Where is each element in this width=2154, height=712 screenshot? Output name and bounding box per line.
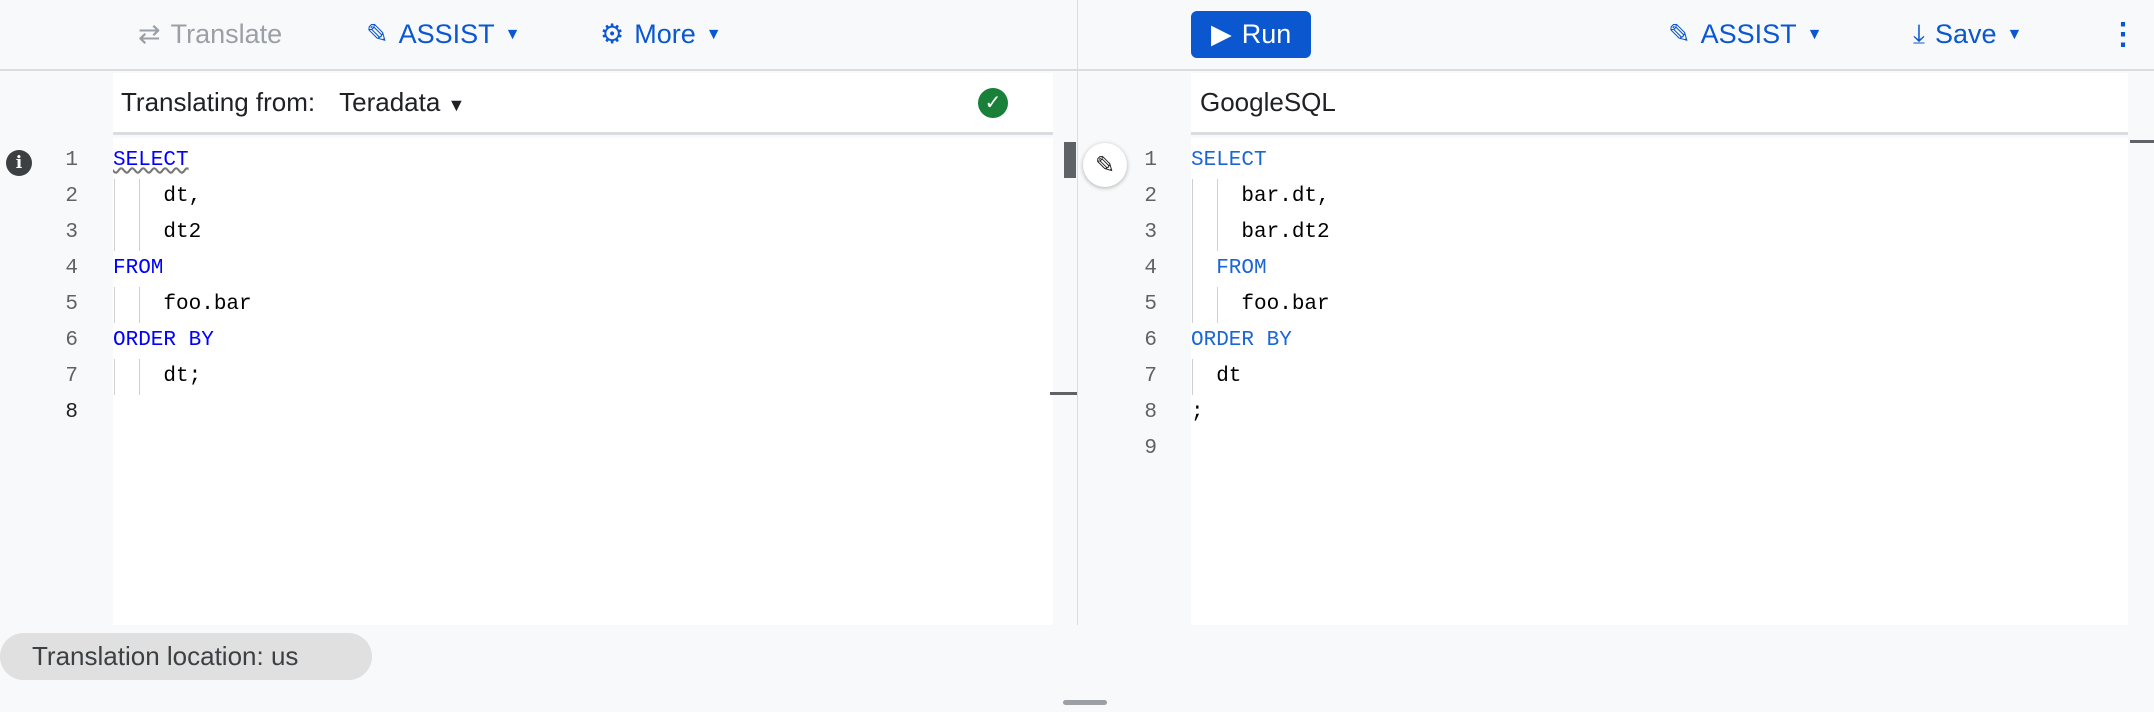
line-number: 1: [65, 149, 78, 172]
magic-pen-icon: ✎: [1668, 19, 1691, 49]
indent-guide: [1217, 215, 1218, 251]
line-number: 2: [65, 185, 78, 208]
code-line: FROM: [1191, 257, 1267, 280]
caret-down-icon: ▼: [1806, 25, 1823, 43]
save-button[interactable]: ⤓Save▼: [1913, 18, 2023, 50]
indent-guide: [1192, 179, 1193, 215]
download-icon: ⤓: [1913, 18, 1925, 49]
target-editor[interactable]: [1191, 138, 2128, 625]
overview-ruler-marker: [2130, 140, 2154, 143]
info-icon[interactable]: i: [6, 150, 32, 176]
play-icon: ▶: [1211, 19, 1232, 49]
indent-guide: [1192, 251, 1193, 287]
indent-guide: [1217, 179, 1218, 215]
target-dialect-label: GoogleSQL: [1200, 87, 1336, 117]
magic-pen-icon: ✎: [366, 19, 389, 49]
target-toolbar: ▶Run ✎ASSIST▼ ⤓Save▼ ⋮: [1078, 0, 2154, 71]
gear-icon: ⚙: [600, 19, 625, 49]
line-number: 5: [1144, 293, 1157, 316]
translating-from-label: Translating from:: [121, 87, 316, 117]
line-number: 1: [1144, 149, 1157, 172]
line-number: 7: [65, 365, 78, 388]
source-header: Translating from: Teradata ▼ ✓: [113, 73, 1053, 135]
translation-location-chip[interactable]: Translation location: us: [0, 633, 372, 680]
indent-guide: [114, 215, 115, 251]
line-number: 9: [1144, 437, 1157, 460]
code-line: dt;: [113, 365, 202, 388]
line-number: 6: [1144, 329, 1157, 352]
line-number: 5: [65, 293, 78, 316]
indent-guide: [114, 287, 115, 323]
code-line: foo.bar: [113, 293, 252, 316]
code-line: dt: [1191, 365, 1242, 388]
pane-divider[interactable]: [1077, 0, 1078, 625]
code-line: SELECT: [113, 149, 189, 172]
line-number: 2: [1144, 185, 1157, 208]
code-line: FROM: [113, 257, 164, 280]
caret-down-icon: ▼: [705, 25, 722, 43]
line-number: 4: [65, 257, 78, 280]
indent-guide: [1217, 287, 1218, 323]
assist-pen-fab[interactable]: ✎: [1083, 143, 1127, 187]
target-header: GoogleSQL: [1191, 73, 2128, 135]
assist-button-left[interactable]: ✎ASSIST▼: [366, 19, 521, 49]
scrollbar-thumb[interactable]: [1064, 142, 1076, 178]
indent-guide: [1192, 359, 1193, 395]
code-line: dt,: [113, 185, 202, 208]
source-toolbar: ⇄Translate ✎ASSIST▼ ⚙More▼: [0, 0, 1077, 71]
line-number: 8: [65, 401, 78, 424]
code-line: bar.dt2: [1191, 221, 1330, 244]
magic-pen-icon: ✎: [1094, 151, 1116, 179]
assist-button-right[interactable]: ✎ASSIST▼: [1668, 19, 1823, 49]
code-line: ;: [1191, 401, 1204, 424]
code-line: bar.dt,: [1191, 185, 1330, 208]
code-line: ORDER BY: [113, 329, 214, 352]
indent-guide: [139, 179, 140, 215]
indent-guide: [1192, 287, 1193, 323]
indent-guide: [1192, 215, 1193, 251]
indent-guide: [114, 179, 115, 215]
line-number: 4: [1144, 257, 1157, 280]
line-number: 6: [65, 329, 78, 352]
code-line: ORDER BY: [1191, 329, 1292, 352]
dialect-select[interactable]: Teradata ▼: [339, 87, 466, 117]
line-number: 8: [1144, 401, 1157, 424]
code-line: foo.bar: [1191, 293, 1330, 316]
caret-down-icon: ▼: [447, 95, 466, 115]
more-vert-icon[interactable]: ⋮: [2108, 18, 2138, 51]
translate-button[interactable]: ⇄Translate: [138, 19, 283, 49]
check-circle-icon: ✓: [978, 87, 1008, 118]
code-line: dt2: [113, 221, 202, 244]
run-button[interactable]: ▶Run: [1191, 11, 1312, 58]
overview-ruler-marker: [1050, 392, 1077, 395]
code-line: SELECT: [1191, 149, 1267, 172]
line-number: 3: [1144, 221, 1157, 244]
indent-guide: [139, 287, 140, 323]
line-number: 3: [65, 221, 78, 244]
indent-guide: [114, 359, 115, 395]
source-editor[interactable]: [113, 138, 1053, 625]
resize-handle[interactable]: [1063, 700, 1107, 705]
line-number: 7: [1144, 365, 1157, 388]
indent-guide: [139, 359, 140, 395]
caret-down-icon: ▼: [504, 25, 521, 43]
indent-guide: [139, 215, 140, 251]
swap-arrows-icon: ⇄: [138, 19, 161, 49]
caret-down-icon: ▼: [2006, 25, 2023, 43]
more-button[interactable]: ⚙More▼: [600, 19, 722, 49]
